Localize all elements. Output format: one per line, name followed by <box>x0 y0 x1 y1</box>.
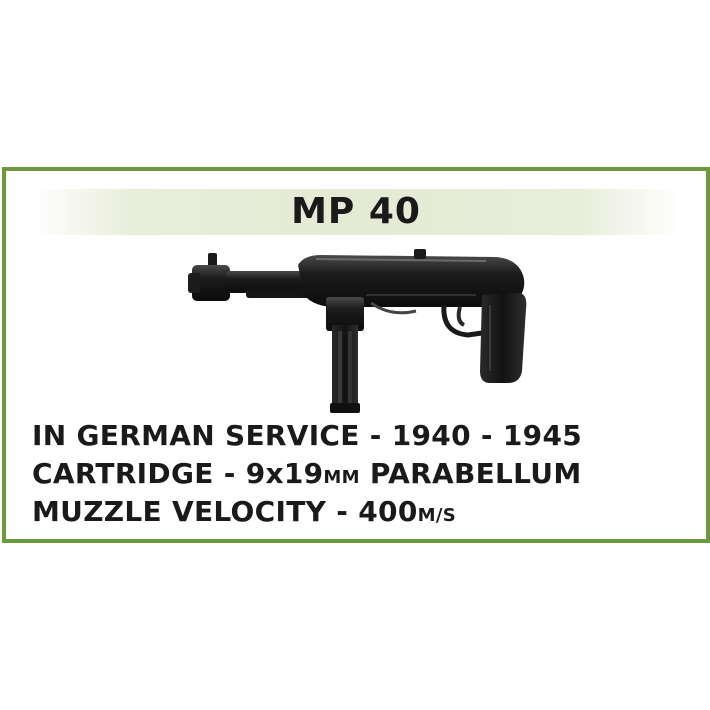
info-card: MP 40 <box>2 167 710 543</box>
spec-service-value: 1940 - 1945 <box>391 419 583 452</box>
spec-cartridge-label: CARTRIDGE <box>32 457 214 490</box>
spec-cartridge-value: 9x19 <box>245 457 324 490</box>
spec-velocity-unit: M/S <box>417 505 456 526</box>
spec-list: IN GERMAN SERVICE - 1940 - 1945 CARTRIDG… <box>32 417 692 531</box>
spec-cartridge-suffix: PARABELLUM <box>359 457 582 490</box>
spec-velocity: MUZZLE VELOCITY - 400M/S <box>32 493 692 531</box>
spec-velocity-sep: - <box>326 495 359 528</box>
page-title: MP 40 <box>291 191 421 232</box>
spec-cartridge-unit: MM <box>323 467 360 488</box>
spec-service-sep: - <box>359 419 392 452</box>
spec-service: IN GERMAN SERVICE - 1940 - 1945 <box>32 417 692 455</box>
spec-velocity-label: MUZZLE VELOCITY <box>32 495 327 528</box>
mp40-gun-image <box>188 249 527 413</box>
spec-service-label: IN GERMAN SERVICE <box>32 419 360 452</box>
spec-cartridge-sep: - <box>213 457 246 490</box>
title-band: MP 40 <box>32 189 680 235</box>
spec-cartridge: CARTRIDGE - 9x19MM PARABELLUM <box>32 455 692 493</box>
spec-velocity-value: 400 <box>358 495 418 528</box>
